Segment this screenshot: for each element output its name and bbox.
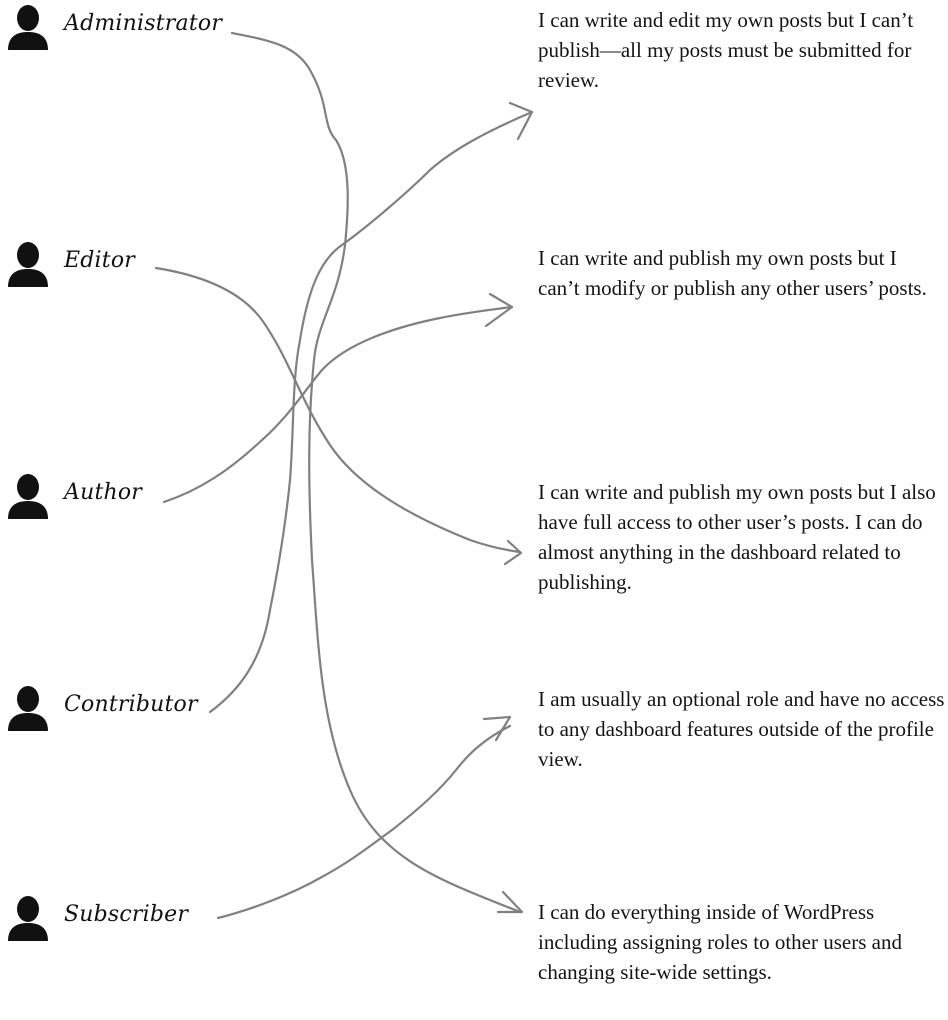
person-icon — [8, 474, 48, 519]
role-administrator: Administrator — [0, 3, 300, 51]
arrow-subscriber — [216, 724, 512, 920]
person-icon — [8, 896, 48, 941]
role-subscriber: Subscriber — [0, 894, 300, 942]
arrowhead-contributor — [508, 101, 534, 141]
role-label: Subscriber — [64, 902, 189, 927]
person-icon — [8, 686, 48, 731]
role-label: Editor — [64, 248, 135, 273]
role-editor: Editor — [0, 240, 300, 288]
description-author: I can write and publish my own posts but… — [538, 246, 927, 300]
role-label: Author — [64, 480, 143, 505]
description-administrator: I can do everything inside of WordPress … — [538, 900, 902, 984]
role-contributor: Contributor — [0, 684, 300, 732]
description-subscriber: I am usually an optional role and have n… — [538, 687, 945, 771]
role-author: Author — [0, 472, 300, 520]
arrowhead-administrator — [496, 890, 524, 914]
arrow-contributor — [208, 110, 534, 714]
description-editor: I can write and publish my own posts but… — [538, 480, 936, 594]
arrowhead-subscriber — [482, 715, 512, 742]
person-icon — [8, 5, 48, 50]
role-label: Administrator — [64, 11, 223, 36]
person-icon — [8, 242, 48, 287]
role-label: Contributor — [64, 692, 198, 717]
description-contributor: I can write and edit my own posts but I … — [538, 8, 914, 92]
arrowhead-editor — [503, 539, 523, 566]
arrowhead-author — [484, 292, 514, 328]
